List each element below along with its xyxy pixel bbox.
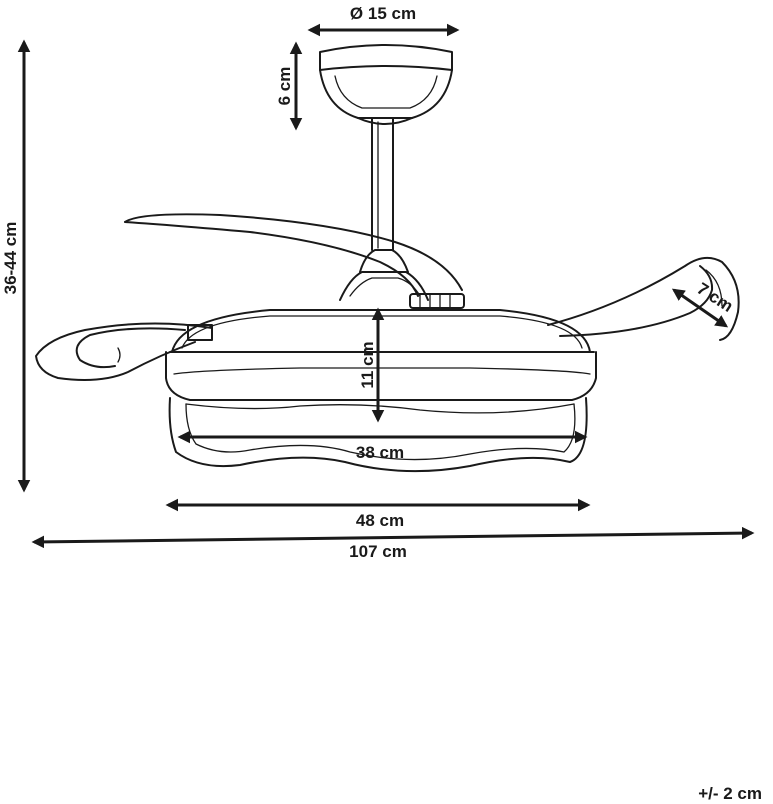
dim-arrow-span [31,526,755,549]
label-canopy-diameter: Ø 15 cm [350,4,416,23]
dim-arrow-blade-width [671,288,729,328]
label-overall-height: 36-44 cm [1,222,20,295]
motor-hub [339,249,465,309]
blade-back [124,213,463,297]
ceiling-fan-drawing [35,44,740,473]
label-span: 107 cm [349,542,407,561]
label-canopy-height: 6 cm [275,67,294,106]
label-body-diameter: 48 cm [356,511,404,530]
label-tolerance: +/- 2 cm [698,784,762,803]
label-light-height: 11 cm [358,341,377,388]
dimension-labels: Ø 15 cm 6 cm 36-44 cm 7 cm 11 cm 38 cm 4… [1,4,762,803]
blade-left [35,322,213,381]
downrod [371,117,394,251]
label-light-diameter: 38 cm [356,443,404,462]
light-shade [168,397,588,473]
label-blade-width: 7 cm [694,279,737,316]
canopy [319,44,453,125]
fan-body [165,309,597,401]
dimension-lines [17,23,755,549]
